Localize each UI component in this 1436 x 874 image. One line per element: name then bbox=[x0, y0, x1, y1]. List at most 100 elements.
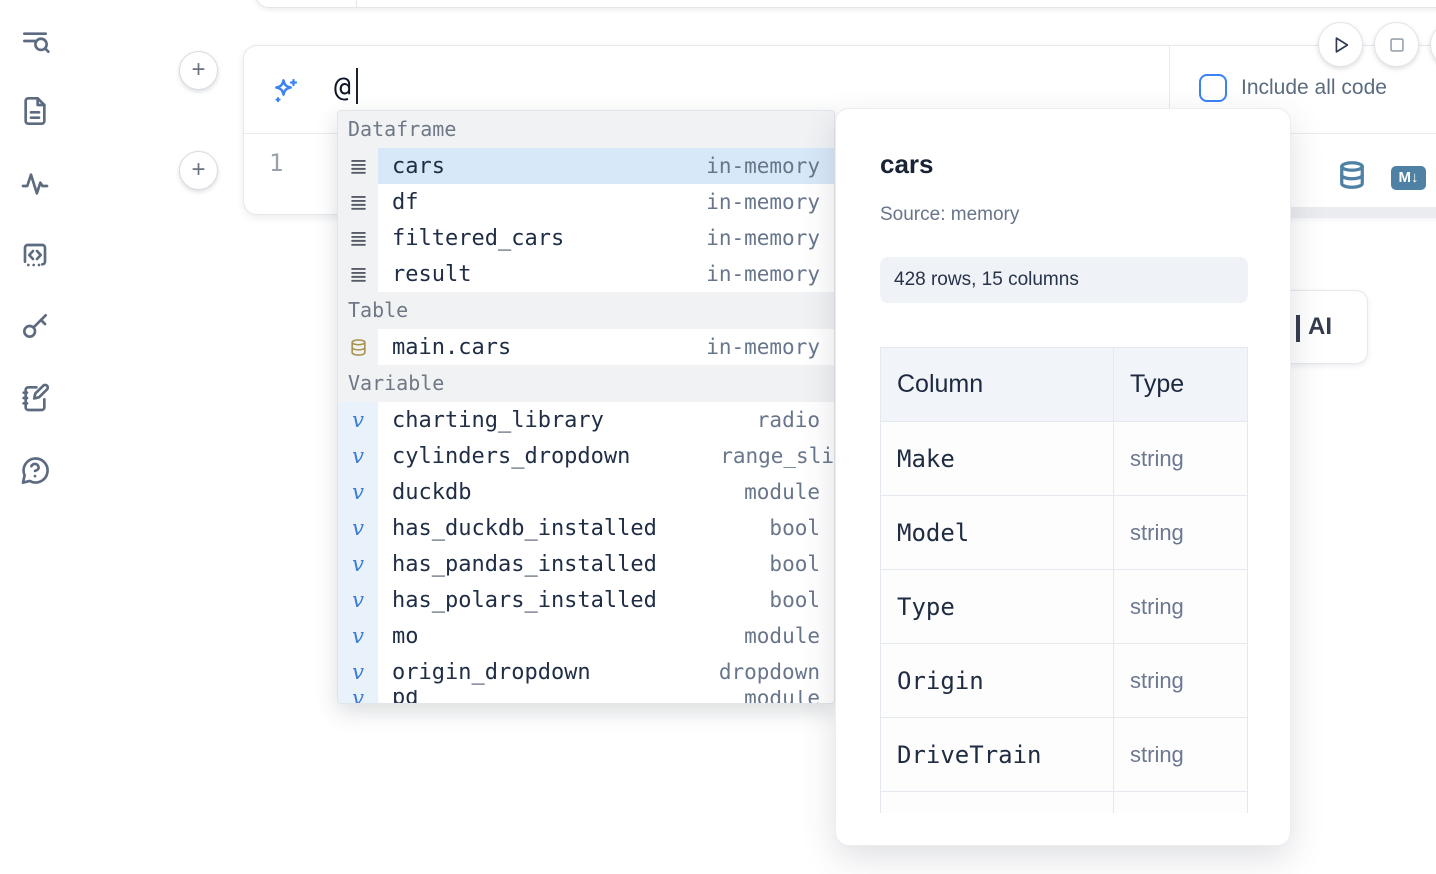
item-type: radio bbox=[756, 408, 820, 432]
text-cursor bbox=[356, 68, 358, 104]
autocomplete-item-charting_library[interactable]: v charting_library radio bbox=[338, 402, 834, 438]
database-icon[interactable] bbox=[1337, 160, 1367, 195]
autocomplete-item-origin_dropdown[interactable]: v origin_dropdown dropdown bbox=[338, 654, 834, 690]
markdown-icon[interactable]: M↓ bbox=[1391, 165, 1426, 190]
previous-cell-edge bbox=[255, 0, 1436, 8]
variable-icon: v bbox=[352, 552, 364, 576]
ai-button-label: AI bbox=[1308, 313, 1332, 340]
sidebar-key-icon[interactable] bbox=[19, 310, 51, 342]
column-name: Type bbox=[897, 592, 955, 621]
variable-icon: v bbox=[352, 624, 364, 648]
autocomplete-section-header: Dataframe bbox=[338, 111, 834, 148]
autocomplete-item-has_duckdb_installed[interactable]: v has_duckdb_installed bool bbox=[338, 510, 834, 546]
add-cell-button-top[interactable]: + bbox=[179, 51, 218, 90]
rows-icon bbox=[338, 184, 378, 220]
item-type: bool bbox=[769, 516, 820, 540]
item-name: main.cars bbox=[392, 334, 512, 360]
item-name: has_duckdb_installed bbox=[392, 515, 657, 541]
autocomplete-item-has_polars_installed[interactable]: v has_polars_installed bool bbox=[338, 582, 834, 618]
sidebar-help-chat-icon[interactable] bbox=[19, 454, 51, 486]
rows-icon bbox=[338, 148, 378, 184]
variable-icon: v bbox=[352, 444, 364, 468]
item-name: has_pandas_installed bbox=[392, 551, 657, 577]
sidebar-activity-icon[interactable] bbox=[19, 168, 51, 200]
variable-icon: v bbox=[338, 402, 378, 438]
ai-prompt-input[interactable]: @ bbox=[334, 70, 351, 103]
item-name: cars bbox=[392, 153, 445, 179]
item-type: module bbox=[744, 480, 820, 504]
item-name: filtered_cars bbox=[392, 225, 565, 251]
autocomplete-item-cylinders_dropdown[interactable]: v cylinders_dropdown range_sli bbox=[338, 438, 834, 474]
ai-sparkle-icon bbox=[275, 78, 298, 103]
include-all-code-checkbox[interactable] bbox=[1199, 74, 1227, 102]
item-type: in-memory bbox=[706, 335, 820, 359]
autocomplete-item-duckdb[interactable]: v duckdb module bbox=[338, 474, 834, 510]
column-type: string bbox=[1130, 445, 1184, 471]
divider bbox=[356, 0, 357, 8]
schema-table-header: Column Type bbox=[881, 348, 1247, 422]
add-cell-button-bottom[interactable]: + bbox=[179, 151, 218, 190]
column-header: Column bbox=[881, 348, 1114, 421]
column-name: Make bbox=[897, 444, 955, 473]
variable-icon: v bbox=[352, 480, 364, 504]
sidebar-file-document-icon[interactable] bbox=[19, 95, 51, 127]
play-icon bbox=[1335, 36, 1348, 53]
column-name: Model bbox=[897, 518, 970, 547]
item-name: cylinders_dropdown bbox=[392, 443, 631, 469]
item-name: has_polars_installed bbox=[392, 587, 657, 613]
variable-icon: v bbox=[338, 438, 378, 474]
column-name: Origin bbox=[897, 666, 984, 695]
variable-icon: v bbox=[352, 588, 364, 612]
type-header: Type bbox=[1130, 370, 1185, 398]
variable-icon: v bbox=[352, 408, 364, 432]
variable-icon: v bbox=[338, 654, 378, 690]
variable-icon: v bbox=[338, 618, 378, 654]
stop-icon bbox=[1389, 37, 1404, 52]
item-type: dropdown bbox=[718, 660, 820, 684]
variable-icon: v bbox=[338, 582, 378, 618]
item-type: module bbox=[744, 690, 820, 704]
item-type: bool bbox=[769, 588, 820, 612]
autocomplete-section-header: Table bbox=[338, 292, 834, 329]
include-all-code-label: Include all code bbox=[1241, 76, 1387, 99]
column-type: string bbox=[1130, 741, 1184, 767]
ai-prompt-row[interactable]: @ Include all code bbox=[244, 46, 1436, 134]
schema-table-row-partial bbox=[881, 792, 1247, 813]
preview-shape-badge: 428 rows, 15 columns bbox=[880, 257, 1248, 303]
sidebar-toc-search-icon[interactable] bbox=[19, 25, 51, 57]
item-name: result bbox=[392, 261, 472, 287]
item-name: duckdb bbox=[392, 479, 472, 505]
database-icon bbox=[338, 329, 378, 365]
variable-icon: v bbox=[352, 660, 364, 684]
item-type: range_sli bbox=[720, 444, 834, 468]
variable-icon: v bbox=[338, 546, 378, 582]
item-name: mo bbox=[392, 623, 419, 649]
run-cell-button[interactable] bbox=[1318, 22, 1363, 67]
stop-cell-button[interactable] bbox=[1374, 22, 1419, 67]
item-name: df bbox=[392, 189, 419, 215]
item-name: origin_dropdown bbox=[392, 659, 591, 685]
sidebar-code-snippets-icon[interactable] bbox=[19, 239, 51, 271]
rows-icon bbox=[338, 220, 378, 256]
item-name: charting_library bbox=[392, 407, 604, 433]
variable-icon: v bbox=[338, 510, 378, 546]
item-type: module bbox=[744, 624, 820, 648]
autocomplete-item-main.cars[interactable]: main.cars in-memory bbox=[338, 329, 834, 365]
code-editor-row[interactable]: 1 M↓ bbox=[244, 135, 1436, 208]
column-type: string bbox=[1130, 519, 1184, 545]
line-number: 1 bbox=[269, 149, 284, 177]
autocomplete-item-mo[interactable]: v mo module bbox=[338, 618, 834, 654]
dataframe-preview-popup: cars Source: memory 428 rows, 15 columns… bbox=[835, 108, 1291, 846]
sidebar-scratchpad-notebook-icon[interactable] bbox=[19, 382, 51, 414]
variable-icon: v bbox=[352, 516, 364, 540]
